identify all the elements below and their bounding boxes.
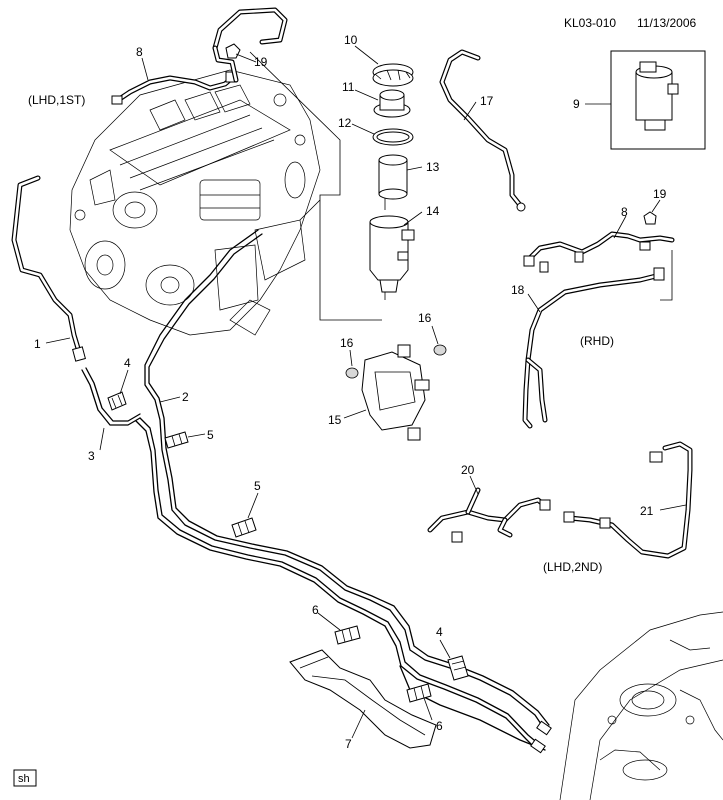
callout-6-lower: 6 [436, 719, 443, 733]
callout-4-upper: 4 [124, 356, 131, 370]
bracket-15 [361, 344, 430, 441]
clip-6-upper [334, 625, 361, 645]
fuel-tank-illustration [559, 611, 723, 800]
filter-element-13 [378, 154, 408, 200]
callout-9: 9 [573, 97, 580, 111]
clip-5-upper [164, 431, 189, 449]
variant-label-rhd: (RHD) [580, 334, 614, 348]
harness-8-lhd [111, 71, 237, 105]
pipe-18 [522, 267, 665, 429]
pipe-17 [439, 49, 526, 212]
filter-inset-9 [610, 50, 706, 150]
callout-20: 20 [461, 463, 475, 477]
grommet-16-right [433, 344, 447, 356]
callout-8-lhd: 8 [136, 45, 143, 59]
callout-1: 1 [34, 337, 41, 351]
footer-badge-text: sh [18, 773, 30, 785]
bolt-19-lhd [225, 43, 241, 59]
leader-lines [45, 45, 687, 739]
callout-6-upper: 6 [312, 603, 319, 617]
callout-18: 18 [511, 283, 525, 297]
bolt-19-rhd [643, 211, 657, 225]
callout-10: 10 [344, 33, 358, 47]
clip-4-lower [447, 655, 469, 681]
drawing-id: KL03-010 [564, 16, 616, 30]
callout-13: 13 [426, 160, 440, 174]
ring-10 [372, 63, 414, 87]
filter-housing-14 [369, 215, 415, 293]
o-ring-12 [372, 128, 414, 146]
pipe-21 [563, 441, 693, 559]
callout-5-upper: 5 [207, 428, 214, 442]
callout-16-left: 16 [340, 336, 354, 350]
clip-4-upper [107, 391, 127, 411]
pipe-20 [427, 487, 551, 543]
callout-19-rhd: 19 [653, 187, 667, 201]
engine-top-pipe [212, 7, 288, 83]
callout-7: 7 [345, 737, 352, 751]
callout-8-rhd: 8 [621, 205, 628, 219]
drawing-date: 11/13/2006 [637, 16, 696, 30]
callout-3: 3 [88, 449, 95, 463]
callout-12: 12 [338, 116, 352, 130]
clip-6-lower [406, 683, 432, 703]
callout-17: 17 [480, 94, 494, 108]
cap-11 [373, 89, 411, 118]
callout-21: 21 [640, 504, 654, 518]
footer-badge: sh [13, 769, 37, 787]
variant-label-lhd-2nd: (LHD,2ND) [543, 560, 602, 574]
clip-5-lower [231, 517, 257, 538]
pipe-1 [11, 175, 86, 362]
callout-16-right: 16 [418, 311, 432, 325]
callout-11: 11 [342, 80, 355, 94]
pipe-2-main-lines [135, 229, 552, 754]
harness-8-rhd [523, 231, 675, 273]
callout-5-lower: 5 [254, 479, 261, 493]
callout-labels: 1 2 3 4 4 5 5 6 6 7 8 8 9 10 11 12 13 14… [34, 33, 667, 751]
callout-15: 15 [328, 413, 342, 427]
pipe-3 [81, 367, 141, 426]
callout-4-lower: 4 [436, 625, 443, 639]
callout-19-lhd: 19 [254, 55, 268, 69]
callout-2: 2 [182, 390, 189, 404]
callout-14: 14 [426, 204, 440, 218]
engine-illustration [69, 69, 321, 336]
variant-label-lhd-1st: (LHD,1ST) [28, 93, 85, 107]
shield-7 [289, 649, 437, 749]
grommet-16-left [345, 367, 359, 379]
